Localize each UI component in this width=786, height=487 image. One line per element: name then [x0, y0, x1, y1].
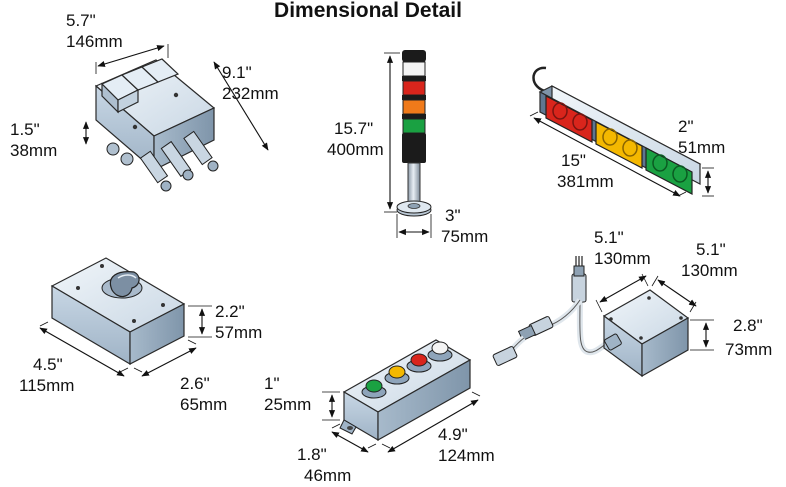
- red-push-button: [410, 353, 428, 367]
- junction-box-width-b-in: 5.1": [696, 240, 726, 259]
- white-push-button: [431, 341, 449, 355]
- switch-box-length-mm: 115mm: [19, 376, 74, 395]
- junction-box-width-a-in: 5.1": [594, 228, 624, 247]
- switch-box-illustration: [50, 257, 186, 366]
- junction-box-width-a-mm: 130mm: [594, 249, 651, 268]
- button-station-height-mm: 25mm: [264, 395, 311, 414]
- junction-box-width-a-dim-line: [599, 275, 647, 303]
- tower-red-segment: [402, 80, 426, 96]
- junction-box-width-b-mm: 130mm: [681, 261, 738, 280]
- tower-height-in: 15.7": [334, 119, 373, 138]
- tower-green-segment: [402, 118, 426, 134]
- junction-box-side: [641, 316, 689, 378]
- manifold-length-in: 9.1": [222, 63, 252, 82]
- junction-box-height-in: 2.8": [733, 316, 763, 335]
- junction-box-width-b-dim-line: [657, 279, 697, 307]
- button-station-length-in: 4.9": [438, 425, 468, 444]
- strip-length-mm: 381mm: [557, 172, 614, 191]
- tower-orange-segment: [402, 99, 426, 115]
- switch-box-length-dim-line: [39, 327, 125, 377]
- strip-cable: [532, 66, 549, 94]
- junction-box-illustration: [492, 256, 690, 378]
- strip-height-in: 2": [678, 117, 694, 136]
- switch-box-width-in: 2.6": [180, 374, 210, 393]
- tower-base-mm: 75mm: [441, 227, 488, 246]
- manifold-height-mm: 38mm: [10, 141, 57, 160]
- manifold-connectors: [106, 92, 219, 192]
- page-title: Dimensional Detail: [274, 0, 462, 22]
- tower-pole: [407, 162, 421, 204]
- switch-box-height-mm: 57mm: [215, 323, 262, 342]
- switch-box-width-mm: 65mm: [180, 395, 227, 414]
- manifold-length-dim-line: [213, 61, 269, 151]
- manifold-illustration: [94, 58, 219, 192]
- button-station-length-mm: 124mm: [438, 446, 495, 465]
- button-station-width-mm: 46mm: [304, 466, 351, 485]
- junction-box-gland: [604, 333, 622, 351]
- switch-knob: [109, 271, 140, 298]
- button-station-height-in: 1": [264, 374, 280, 393]
- tower-light-illustration: [396, 50, 432, 217]
- tower-white-segment: [402, 61, 426, 77]
- tower-base-in: 3": [445, 206, 461, 225]
- button-station-width-dim-line: [331, 431, 369, 453]
- switch-box-height-in: 2.2": [215, 302, 245, 321]
- switch-box-length-in: 4.5": [33, 355, 63, 374]
- cable-plug-end: [492, 346, 518, 366]
- manifold-length-mm: 232mm: [222, 84, 279, 103]
- button-station-width-in: 1.8": [297, 445, 327, 464]
- junction-box-height-mm: 73mm: [725, 340, 772, 359]
- strip-length-in: 15": [561, 151, 586, 170]
- green-push-button: [365, 379, 383, 393]
- tower-height-mm: 400mm: [327, 140, 384, 159]
- manifold-width-dim-line: [97, 45, 165, 67]
- manifold-height-in: 1.5": [10, 120, 40, 139]
- strip-height-mm: 51mm: [678, 138, 725, 157]
- manifold-width-in: 5.7": [66, 11, 96, 30]
- button-station-length-dim-line: [387, 399, 479, 453]
- cable-connector-top: [571, 273, 587, 303]
- manifold-width-mm: 146mm: [66, 32, 123, 51]
- strip-length-dim-line: [533, 117, 681, 197]
- amber-push-button: [388, 365, 406, 379]
- switch-box-width-dim-line: [141, 347, 197, 377]
